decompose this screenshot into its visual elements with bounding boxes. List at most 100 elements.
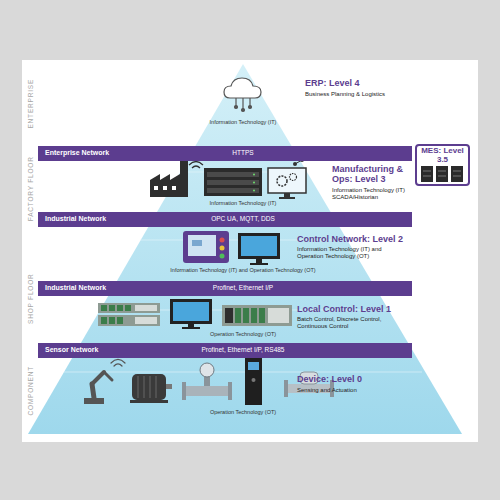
plc-icon: [251, 308, 257, 323]
monitor-gears-icon: [284, 193, 290, 197]
mes-server-icons: [438, 176, 446, 177]
network-band: Enterprise Network HTTPS: [38, 146, 412, 161]
plc-rack-icon: [98, 303, 160, 313]
plc-rack-icon: [101, 317, 107, 324]
cloud-icon: [224, 78, 261, 98]
plc-rack-icon: [117, 305, 123, 311]
server-icon: [204, 168, 262, 196]
level-heading: Manufacturing & Ops: Level 3: [332, 164, 407, 185]
plc-icon: [225, 308, 233, 323]
pyramid: [28, 64, 462, 434]
zone-label: SHOP FLOOR: [27, 239, 34, 359]
plc-rack-icon: [117, 317, 123, 324]
cloud-icon: [235, 98, 236, 106]
hmi-panel-icon: [183, 231, 229, 263]
monitor-gears-icon: [277, 176, 287, 186]
mes-server-icons: [436, 166, 448, 182]
plc-icon: [259, 308, 265, 323]
flowmeter-icon: [182, 363, 232, 400]
zone-label: FACTORY FLOOR: [27, 129, 34, 249]
server-icon: [253, 174, 255, 176]
cloud-icon: [249, 98, 250, 106]
server-icon: [253, 182, 255, 184]
technology-label: Operation Technology (OT): [183, 409, 303, 415]
drive-icon: [245, 358, 262, 405]
zone-label: COMPONENT: [27, 331, 34, 451]
flowmeter-icon: [200, 363, 214, 377]
plc-rack-icon: [109, 317, 115, 324]
pyramid-stripes: [64, 372, 422, 373]
plc-icon: [235, 308, 241, 323]
monitor-gears-icon: [290, 174, 297, 181]
cloud-icon: [224, 78, 261, 112]
level-description: Information Technology (IT) SCADA/Histor…: [332, 187, 417, 201]
factory-icon: [192, 166, 200, 168]
network-band: Industrial NetworkProfinet, Ethernet I/P: [38, 281, 412, 296]
level-description: Information Technology (IT) and Operatio…: [297, 246, 385, 260]
monitor-icon: [182, 327, 200, 329]
server-icon: [253, 190, 255, 192]
mes-box-fill: [415, 144, 470, 186]
plc-icon: [243, 308, 249, 323]
factory-icon: [150, 160, 188, 197]
plc-rack-icon: [98, 303, 160, 326]
motor-icon: [138, 376, 139, 398]
mes-server-icons: [453, 176, 461, 177]
level-description: Sensing and Actuation: [297, 387, 417, 394]
flowmeter-icon: [228, 382, 232, 400]
pyramid-stripes: [64, 172, 422, 372]
hmi-panel-icon: [220, 238, 225, 243]
monitor-icon: [238, 233, 280, 265]
monitor-icon: [170, 299, 212, 324]
cloud-icon: [242, 109, 245, 112]
plc-icon: [222, 305, 292, 326]
cloud-icon: [249, 106, 252, 109]
robot-arm-icon: [111, 360, 125, 364]
card-background: [22, 60, 478, 442]
level-heading: ERP: Level 4: [305, 78, 415, 88]
robot-arm-icon: [92, 384, 94, 398]
mes-box-fill: [415, 144, 470, 186]
node-title: Sensor Network: [45, 346, 98, 353]
mes-server-icons: [423, 171, 431, 172]
level-description: Business Planning & Logistics: [305, 91, 415, 98]
node-title: Industrial Network: [45, 215, 106, 222]
node-title: MES: Level 3.5: [417, 147, 468, 165]
monitor-icon: [250, 263, 268, 265]
monitor-icon: [173, 302, 209, 321]
protocol-text: HTTPS: [153, 149, 333, 156]
hmi-panel-icon: [192, 240, 202, 246]
network-band: Sensor Network Profinet, Ethernet I/P, RS…: [38, 343, 412, 358]
mes-server-icons: [453, 171, 461, 172]
mes-server-icons: [421, 166, 463, 182]
level-heading: Device: Level 0: [297, 374, 417, 384]
zone-label: ENTERPRISE: [27, 44, 34, 164]
server-icon: [204, 168, 262, 196]
flowmeter-icon: [184, 386, 230, 396]
drive-icon: [245, 358, 262, 405]
hmi-panel-icon: [220, 246, 225, 251]
protocol-text: Profinet, Ethernet I/P: [153, 284, 333, 291]
hmi-panel-icon: [188, 235, 216, 256]
monitor-icon: [238, 233, 280, 259]
protocol-text: Profinet, Ethernet I/P, RS485: [153, 346, 333, 353]
plc-rack-icon: [101, 305, 107, 311]
server-icon: [207, 180, 259, 185]
robot-arm-icon: [92, 372, 104, 384]
drive-icon: [248, 362, 259, 370]
cloud-icon: [242, 98, 243, 109]
level-heading: Local Control: Level 1: [297, 304, 427, 314]
monitor-gears-icon: [268, 158, 306, 199]
technology-label: Information Technology (IT): [183, 119, 303, 125]
hmi-panel-icon: [183, 231, 229, 263]
server-icon: [207, 172, 259, 177]
factory-icon: [189, 162, 203, 166]
mes-server-icons: [451, 166, 463, 182]
plc-rack-icon: [135, 305, 157, 311]
technology-label: Operation Technology (OT): [183, 331, 303, 337]
plc-icon: [268, 308, 289, 323]
node-title: Enterprise Network: [45, 149, 109, 156]
level-description: Batch Control, Discrete Control, Continu…: [297, 316, 397, 330]
motor-icon: [130, 374, 172, 403]
